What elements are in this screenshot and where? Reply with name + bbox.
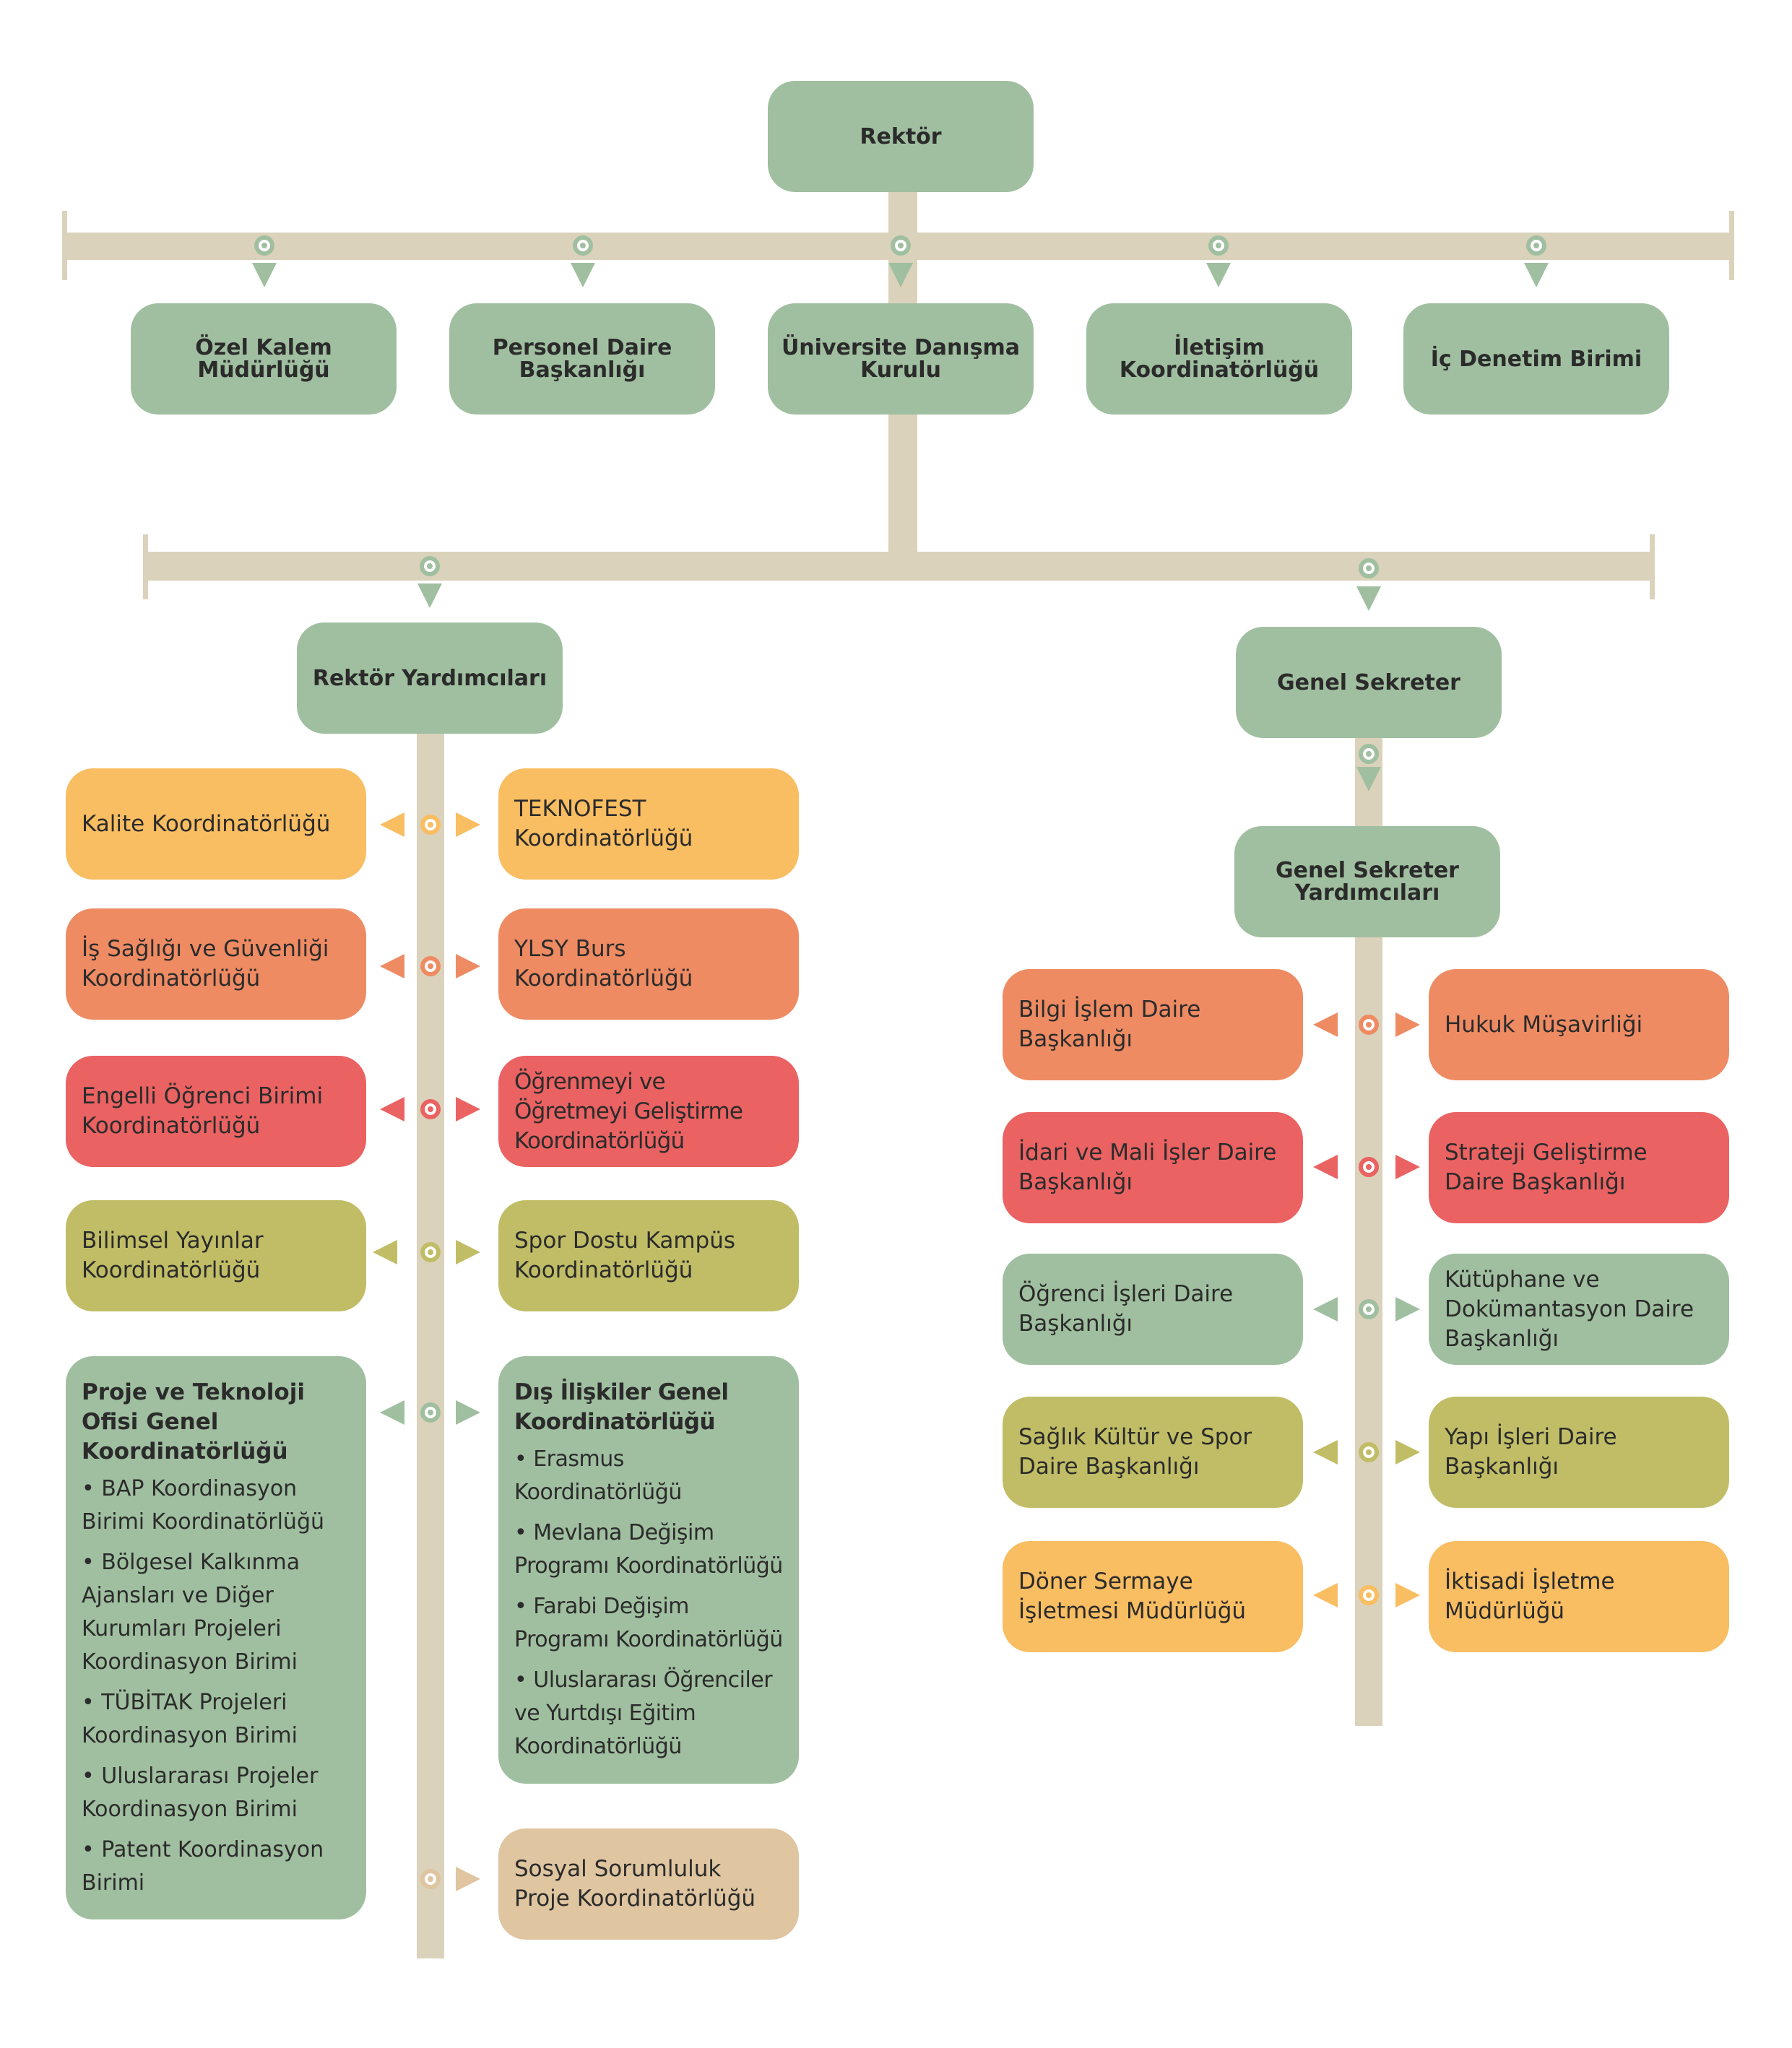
node-row6 xyxy=(420,1869,441,1889)
arrow-danisma xyxy=(888,263,913,287)
dis-iliskiler-item: • Erasmus Koordinatörlüğü xyxy=(514,1446,682,1505)
unit-bilimsel-yayinlar: Bilimsel Yayınlar Koordinatörlüğü xyxy=(66,1200,366,1311)
node-ozel-kalem xyxy=(254,235,274,256)
unit-ogrenci-isleri: Öğrenci İşleri Daire Başkanlığı xyxy=(1003,1254,1303,1365)
arrow-left-saglik-kultur xyxy=(1313,1440,1338,1465)
unit-ic-denetim: İç Denetim Birimi xyxy=(1403,303,1669,415)
arrow-right-hukuk xyxy=(1395,1012,1420,1037)
arrow-gs-yardimcilari xyxy=(1356,767,1381,791)
node-row5 xyxy=(420,1402,441,1423)
arrow-left-doner-sermaye xyxy=(1313,1583,1338,1607)
node-row2 xyxy=(420,956,441,976)
node-row3 xyxy=(420,1099,441,1119)
proje-ofisi-title: Proje ve Teknoloji Ofisi Genel Koordinat… xyxy=(82,1379,305,1465)
proje-ofisi-item: • Uluslararası Projeler Koordinasyon Bir… xyxy=(82,1763,319,1822)
unit-is-sagligi: İş Sağlığı ve Güvenliği Koordinatörlüğü xyxy=(66,908,366,1020)
unit-kalite: Kalite Koordinatörlüğü xyxy=(66,768,366,880)
unit-sosyal-sorumluluk: Sosyal Sorumluluk Proje Koordinatörlüğü xyxy=(498,1828,799,1940)
rektor-yardimcilari-box: Rektör Yardımcıları xyxy=(297,622,563,734)
node-gs-row3 xyxy=(1359,1299,1379,1319)
unit-strateji-gelistirme: Strateji Geliştirme Daire Başkanlığı xyxy=(1429,1112,1729,1223)
connector-mid-right-cap xyxy=(1650,534,1655,599)
unit-engelli-ogrenci: Engelli Öğrenci Birimi Koordinatörlüğü xyxy=(66,1056,366,1167)
unit-ozel-kalem: Özel Kalem Müdürlüğü xyxy=(131,303,397,415)
arrow-right-yapi-isleri xyxy=(1395,1440,1420,1465)
node-gs-yardimcilari xyxy=(1359,744,1379,764)
connector-rektor-yardimcilari-spine xyxy=(417,729,444,1958)
node-genel-sekreter xyxy=(1359,558,1379,578)
arrow-left-kalite xyxy=(380,812,404,837)
dis-iliskiler-title: Dış İlişkiler Genel Koordinatörlüğü xyxy=(514,1379,729,1435)
unit-spor-dostu: Spor Dostu Kampüs Koordinatörlüğü xyxy=(498,1200,799,1311)
arrow-right-spor-dostu xyxy=(456,1240,480,1264)
proje-ofisi-item: • BAP Koordinasyon Birimi Koordinatörlüğ… xyxy=(82,1476,325,1535)
unit-saglik-kultur-spor: Sağlık Kültür ve Spor Daire Başkanlığı xyxy=(1003,1397,1303,1508)
node-ic-denetim xyxy=(1526,235,1546,256)
unit-idari-mali-isler: İdari ve Mali İşler Daire Başkanlığı xyxy=(1003,1112,1303,1223)
arrow-right-iktisadi xyxy=(1395,1583,1420,1607)
rektor-label: Rektör xyxy=(860,123,942,149)
arrow-left-bilimsel xyxy=(373,1240,397,1264)
arrow-left-proje-ofisi xyxy=(380,1400,404,1425)
dis-iliskiler-item: • Mevlana Değişim Programı Koordinatörlü… xyxy=(514,1520,783,1579)
arrow-rektor-yardimcilari xyxy=(417,583,442,608)
unit-ylsy-burs: YLSY Burs Koordinatörlüğü xyxy=(498,908,799,1020)
unit-bilgi-islem: Bilgi İşlem Daire Başkanlığı xyxy=(1003,969,1303,1080)
arrow-personel xyxy=(571,263,595,287)
node-gs-row1 xyxy=(1359,1015,1379,1035)
arrow-genel-sekreter xyxy=(1356,586,1381,611)
arrow-right-sosyal-sorumluluk xyxy=(456,1867,480,1891)
arrow-ozel-kalem xyxy=(252,263,277,287)
node-gs-row2 xyxy=(1359,1157,1379,1177)
unit-personel-daire: Personel Daire Başkanlığı xyxy=(449,303,715,415)
proje-ofisi-item: • Bölgesel Kalkınma Ajansları ve Diğer K… xyxy=(82,1550,300,1675)
unit-doner-sermaye: Döner Sermaye İşletmesi Müdürlüğü xyxy=(1003,1541,1303,1652)
unit-iktisadi-isletme: İktisadi İşletme Müdürlüğü xyxy=(1429,1541,1729,1652)
arrow-right-ylsy xyxy=(456,954,480,979)
node-row4 xyxy=(420,1242,441,1262)
connector-top-left-cap xyxy=(62,211,67,280)
node-gs-row4 xyxy=(1359,1442,1379,1462)
arrow-right-kutuphane xyxy=(1395,1297,1420,1322)
unit-hukuk-musavirligi: Hukuk Müşavirliği xyxy=(1429,969,1729,1080)
arrow-right-dis-iliskiler xyxy=(456,1400,480,1425)
unit-dis-iliskiler: Dış İlişkiler Genel Koordinatörlüğü • Er… xyxy=(498,1356,799,1784)
unit-ogrenmeyi-ogretmeyi: Öğrenmeyi ve Öğretmeyi Geliştirme Koordi… xyxy=(498,1056,799,1167)
arrow-right-ogrenmeyi xyxy=(456,1097,480,1121)
connector-mid-left-cap xyxy=(143,534,148,599)
rektor-box: Rektör xyxy=(768,81,1034,192)
dis-iliskiler-item: • Farabi Değişim Programı Koordinatörlüğ… xyxy=(514,1594,783,1652)
connector-top-right-cap xyxy=(1729,211,1734,280)
arrow-right-teknofest xyxy=(456,812,480,837)
dis-iliskiler-item: • Uluslararası Öğrenciler ve Yurtdışı Eğ… xyxy=(514,1667,773,1759)
node-personel xyxy=(573,235,593,256)
unit-iletisim: İletişim Koordinatörlüğü xyxy=(1086,303,1352,415)
arrow-left-idari-mali xyxy=(1313,1155,1338,1179)
node-iletisim xyxy=(1208,235,1229,256)
proje-ofisi-item: • TÜBİTAK Projeleri Koordinasyon Birimi xyxy=(82,1690,298,1748)
arrow-left-engelli xyxy=(380,1097,404,1121)
node-rektor-yardimcilari xyxy=(420,556,440,576)
genel-sekreter-yardimcilari-box: Genel Sekreter Yardımcıları xyxy=(1234,826,1500,937)
arrow-iletisim xyxy=(1206,263,1231,287)
unit-universite-danisma-kurulu: Üniversite Danışma Kurulu xyxy=(768,303,1034,415)
connector-mid-horizontal xyxy=(143,552,1654,581)
unit-kutuphane: Kütüphane ve Dokümantasyon Daire Başkanl… xyxy=(1429,1254,1729,1365)
arrow-left-ogrenci-isleri xyxy=(1313,1297,1338,1322)
unit-yapi-isleri: Yapı İşleri Daire Başkanlığı xyxy=(1429,1397,1729,1508)
proje-ofisi-item: • Patent Koordinasyon Birimi xyxy=(82,1837,324,1896)
arrow-left-is-sagligi xyxy=(380,954,404,979)
node-danisma xyxy=(891,235,911,256)
arrow-ic-denetim xyxy=(1524,263,1549,287)
unit-proje-teknoloji-ofisi: Proje ve Teknoloji Ofisi Genel Koordinat… xyxy=(66,1356,366,1919)
arrow-right-strateji xyxy=(1395,1155,1420,1179)
genel-sekreter-box: Genel Sekreter xyxy=(1236,627,1502,738)
arrow-left-bilgi-islem xyxy=(1313,1012,1338,1037)
node-gs-row5 xyxy=(1359,1585,1379,1605)
unit-teknofest: TEKNOFEST Koordinatörlüğü xyxy=(498,768,799,880)
node-row1 xyxy=(420,815,441,835)
